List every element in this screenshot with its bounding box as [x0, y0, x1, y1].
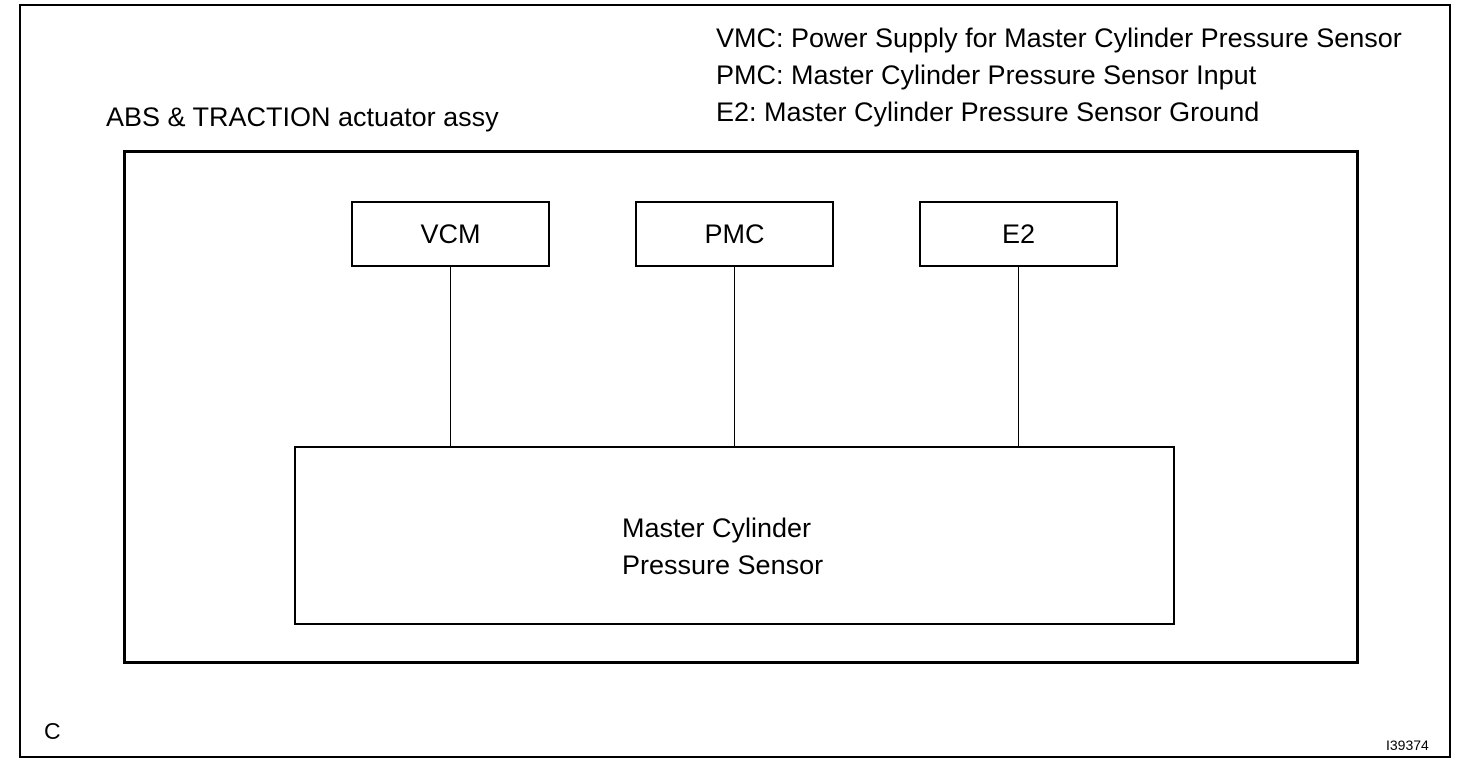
- terminal-vcm: VCM: [351, 201, 550, 267]
- diagram-frame: [19, 4, 1451, 758]
- pressure-sensor-box: Master Cylinder Pressure Sensor: [294, 446, 1175, 625]
- sensor-label-line-2: Pressure Sensor: [622, 550, 824, 580]
- wire-e2: [1018, 265, 1019, 447]
- wire-pmc: [734, 265, 735, 447]
- figure-id: I39374: [1386, 737, 1429, 753]
- assembly-label: ABS & TRACTION actuator assy: [106, 102, 499, 132]
- sensor-label-line-1: Master Cylinder: [622, 513, 812, 543]
- assembly-box: [123, 150, 1359, 664]
- pressure-sensor-label: Master Cylinder Pressure Sensor: [622, 510, 823, 584]
- legend-item-e2: E2: Master Cylinder Pressure Sensor Grou…: [716, 97, 1260, 127]
- legend-item-pmc: PMC: Master Cylinder Pressure Sensor Inp…: [716, 60, 1257, 90]
- wire-vcm: [450, 265, 451, 447]
- corner-letter: C: [44, 718, 61, 744]
- terminal-pmc: PMC: [635, 201, 834, 267]
- terminal-legend: VMC: Power Supply for Master Cylinder Pr…: [716, 20, 1402, 131]
- terminal-e2: E2: [919, 201, 1118, 267]
- legend-item-vmc: VMC: Power Supply for Master Cylinder Pr…: [716, 23, 1402, 53]
